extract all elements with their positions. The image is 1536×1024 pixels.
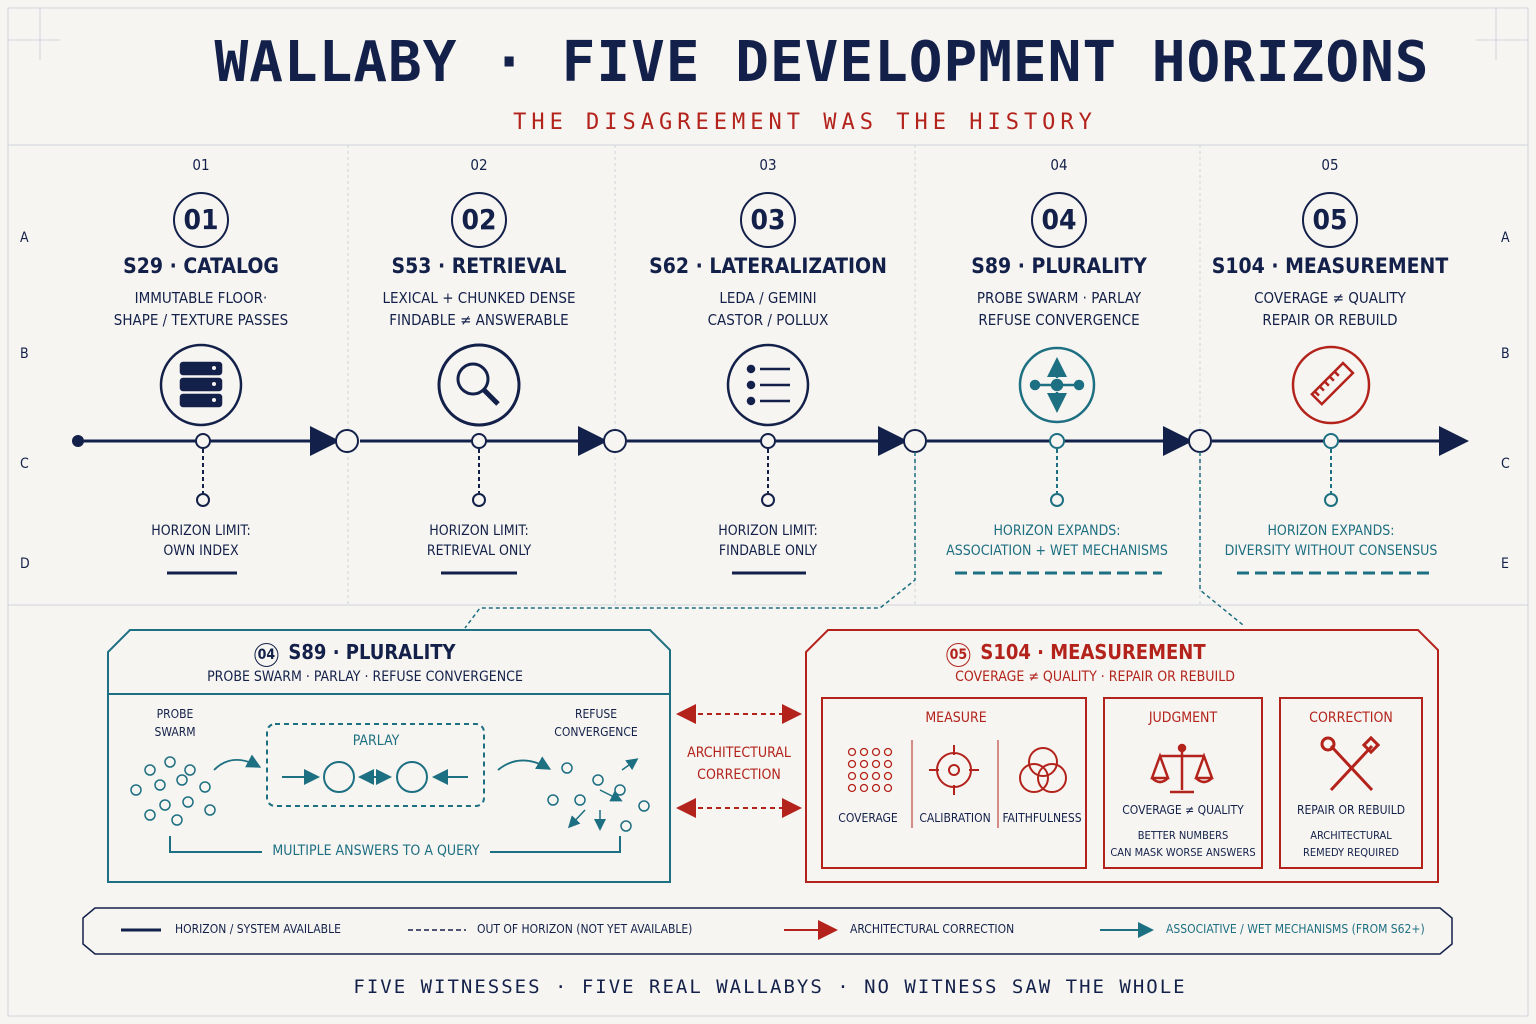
grid-row-label: A	[20, 230, 29, 246]
grid-row-label: A	[1501, 230, 1510, 246]
column-number: 05	[1321, 156, 1339, 174]
horizon-expands: HORIZON EXPANDS:ASSOCIATION + WET MECHAN…	[946, 523, 1168, 559]
grid-row-label: C	[20, 456, 29, 472]
horizon-number-badge: 04	[1031, 192, 1087, 248]
refuse-convergence-label: REFUSE CONVERGENCE	[554, 707, 638, 739]
grid-frame	[7, 7, 1529, 1017]
grid-row-label: C	[1501, 456, 1510, 472]
grid-row-label: D	[20, 556, 30, 572]
probe-swarm-dots	[130, 756, 216, 826]
plurality-panel-subtitle: PROBE SWARM · PARLAY · REFUSE CONVERGENC…	[207, 669, 523, 685]
horizon-limit: HORIZON LIMIT:FINDABLE ONLY	[718, 523, 818, 559]
horizon-number-badge: 03	[740, 192, 796, 248]
legend-frame	[82, 907, 1453, 955]
column-number: 02	[470, 156, 488, 174]
grid-row-label: B	[1501, 346, 1510, 362]
legend-item-out-of-horizon: OUT OF HORIZON (NOT YET AVAILABLE)	[477, 922, 693, 936]
horizon-expands: HORIZON EXPANDS:DIVERSITY WITHOUT CONSEN…	[1224, 523, 1438, 559]
timeline-start-dot	[72, 435, 84, 447]
correction-box-title: CORRECTION	[1309, 710, 1393, 726]
wrench-screwdriver-icon	[1320, 735, 1381, 792]
judgment-box-title: JUDGMENT	[1148, 710, 1218, 726]
coverage-label: COVERAGE	[838, 811, 898, 825]
legend-item-correction: ARCHITECTURAL CORRECTION	[850, 922, 1015, 936]
ruler-icon	[1291, 345, 1371, 425]
horizon-name: S29 · CATALOG	[123, 254, 279, 278]
coverage-grid-icon	[847, 747, 893, 793]
horizon-node-4	[955, 433, 1162, 575]
probe-swarm-label: PROBE SWARM	[154, 707, 196, 739]
calibration-target-icon	[929, 745, 979, 795]
horizon-name: S89 · PLURALITY	[971, 254, 1147, 278]
measurement-panel-frame	[805, 629, 1439, 883]
server-stack-icon	[159, 343, 243, 427]
correction-line: REPAIR OR REBUILD	[1296, 803, 1406, 817]
grid-row-label: B	[20, 346, 29, 362]
parlay-label: PARLAY	[352, 733, 400, 749]
plurality-panel-frame	[107, 629, 671, 883]
magnifier-icon	[437, 343, 521, 427]
scales-icon	[1150, 743, 1214, 794]
footer-caption: FIVE WITNESSES · FIVE REAL WALLABYS · NO…	[353, 976, 1187, 998]
grid-row-label: E	[1501, 556, 1509, 572]
horizon-name: S53 · RETRIEVAL	[391, 254, 567, 278]
measure-box-title: MEASURE	[925, 710, 987, 726]
calibration-label: CALIBRATION	[919, 811, 991, 825]
judgment-line: COVERAGE ≠ QUALITY	[1122, 803, 1244, 817]
horizon-node-1	[167, 433, 237, 575]
horizon-name: S62 · LATERALIZATION	[649, 254, 887, 278]
page-subtitle: THE DISAGREEMENT WAS THE HISTORY	[513, 110, 1097, 135]
horizon-description: IMMUTABLE FLOOR·SHAPE / TEXTURE PASSES	[113, 289, 289, 329]
timeline-junctions	[335, 429, 1212, 453]
legend-item-associative: ASSOCIATIVE / WET MECHANISMS (FROM S62+)	[1166, 922, 1425, 936]
horizon-number-badge: 02	[451, 192, 507, 248]
connector-to-measurement	[1199, 452, 1244, 626]
column-number: 03	[759, 156, 777, 174]
legend-item-available: HORIZON / SYSTEM AVAILABLE	[175, 922, 341, 936]
faithfulness-label: FAITHFULNESS	[1002, 811, 1082, 825]
horizon-limit: HORIZON LIMIT:OWN INDEX	[151, 523, 251, 559]
horizon-limit: HORIZON LIMIT:RETRIEVAL ONLY	[426, 523, 532, 559]
plurality-caption: MULTIPLE ANSWERS TO A QUERY	[272, 843, 480, 859]
faithfulness-venn-icon	[1019, 747, 1067, 793]
column-number: 04	[1050, 156, 1068, 174]
horizon-node-5	[1237, 433, 1430, 575]
horizon-node-2	[441, 433, 517, 575]
horizon-number-badge: 05	[1302, 192, 1358, 248]
page-title: WALLABY · FIVE DEVELOPMENT HORIZONS	[214, 30, 1430, 95]
refuse-convergence-dots	[547, 758, 650, 832]
connector-to-plurality	[464, 452, 916, 629]
column-number: 01	[192, 156, 210, 174]
correction-arrows	[676, 704, 802, 818]
horizon-name: S104 · MEASUREMENT	[1211, 254, 1449, 278]
parlay-exchange	[282, 761, 468, 793]
horizon-node-3	[732, 433, 806, 575]
measurement-panel-subtitle: COVERAGE ≠ QUALITY · REPAIR OR REBUILD	[955, 669, 1235, 685]
architectural-correction-label: ARCHITECTURAL CORRECTION	[687, 745, 791, 783]
horizon-number-badge: 01	[173, 192, 229, 248]
bullet-list-icon	[726, 343, 810, 427]
network-arrows-icon	[1018, 346, 1096, 424]
